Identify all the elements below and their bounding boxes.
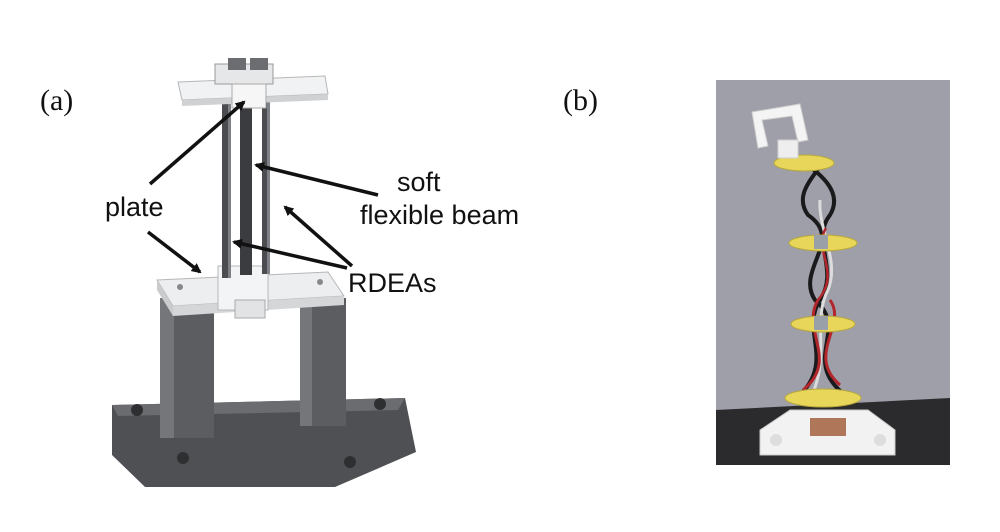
annotation-flexible-beam: flexible beam xyxy=(360,200,520,230)
rdea-right xyxy=(262,98,270,274)
annotation-rdeas: RDEAs xyxy=(348,268,437,298)
base-hole xyxy=(177,452,189,464)
plate-arrow-lower xyxy=(146,230,202,274)
beam-arrow xyxy=(254,162,379,197)
gripper xyxy=(751,103,809,149)
annotation-soft: soft xyxy=(397,167,441,197)
rdea-arrow-left xyxy=(232,238,348,270)
annotation-plate: plate xyxy=(105,192,164,222)
soft-flexible-beam xyxy=(240,95,252,275)
plate-arrow-upper xyxy=(148,100,246,186)
panel-b-label: (b) xyxy=(563,84,598,117)
base-hole xyxy=(374,398,386,410)
rdea-left xyxy=(222,100,231,278)
base-hole xyxy=(131,404,143,416)
panel-a-label: (a) xyxy=(40,84,74,117)
rdea-arrow-right xyxy=(283,205,354,268)
disk-top xyxy=(773,154,835,172)
disk-bottom xyxy=(784,388,862,408)
base-hole xyxy=(344,456,356,468)
